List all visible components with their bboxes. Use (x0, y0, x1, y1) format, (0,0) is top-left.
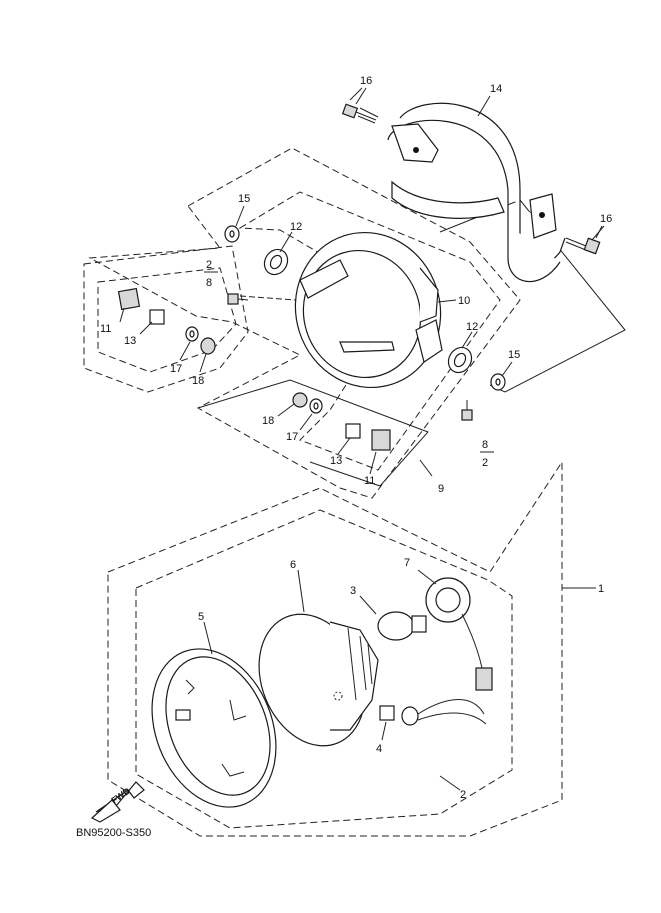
callout-4: 4 (376, 743, 382, 755)
callout-17-right: 17 (286, 431, 298, 443)
headlight-rim (151, 648, 277, 808)
callout-16-top: 16 (360, 75, 372, 87)
left-fastener-inner-outline (97, 267, 237, 373)
callout-13-left: 13 (124, 335, 136, 347)
position-bulb (379, 699, 487, 726)
callout-5: 5 (198, 611, 204, 623)
callout-8-lower: 8 (482, 439, 488, 451)
bolt-16-left (341, 87, 379, 124)
callout-7: 7 (404, 557, 410, 569)
callout-16-right: 16 (600, 213, 612, 225)
screw-8-left (227, 293, 249, 305)
headlight-housing (294, 231, 443, 389)
screw-8-right (461, 400, 473, 421)
diagram-code: BN95200-S350 (76, 827, 151, 839)
callout-8-upper: 8 (206, 277, 212, 289)
callout-labels: 16 14 16 15 12 2 8 10 11 13 17 18 12 15 … (100, 75, 612, 801)
assembly-1-outline (107, 460, 563, 837)
headlight-bracket (387, 102, 566, 282)
bulb-socket (425, 577, 493, 691)
callout-14: 14 (490, 83, 502, 95)
headlight-lens-unit (258, 613, 379, 747)
callout-3: 3 (350, 585, 356, 597)
callout-10: 10 (458, 295, 470, 307)
callout-2-assembly: 2 (460, 789, 466, 801)
headlight-bulb (377, 611, 427, 641)
callout-18-right: 18 (262, 415, 274, 427)
callout-6: 6 (290, 559, 296, 571)
callout-12-left: 12 (290, 221, 302, 233)
callout-1: 1 (598, 583, 604, 595)
grommet-12-left (263, 248, 289, 276)
callout-11-right: 11 (364, 475, 375, 487)
assembly-2-outline (135, 509, 513, 829)
left-fasteners (117, 287, 216, 355)
callout-17-left: 17 (170, 363, 182, 375)
bolt-16-right (565, 225, 605, 255)
washer-15-right (490, 373, 506, 391)
callout-9: 9 (438, 483, 444, 495)
leader-lines (119, 87, 603, 791)
callout-15-left: 15 (238, 193, 250, 205)
callout-15-right: 15 (508, 349, 520, 361)
left-fastener-group-outline (83, 245, 249, 393)
callout-18-left: 18 (192, 375, 204, 387)
callout-13-right: 13 (330, 455, 342, 467)
callout-11-left: 11 (100, 323, 111, 335)
fwd-label: FWD (109, 785, 132, 805)
washer-15-left (224, 225, 240, 243)
right-fastener-group-outline (197, 379, 429, 487)
callout-2-lower: 2 (482, 457, 488, 469)
callout-12-right: 12 (466, 321, 478, 333)
callout-2-upper: 2 (206, 259, 212, 271)
right-fasteners (292, 392, 391, 451)
fwd-arrow: FWD (90, 781, 145, 823)
grommet-12-right (447, 346, 473, 374)
